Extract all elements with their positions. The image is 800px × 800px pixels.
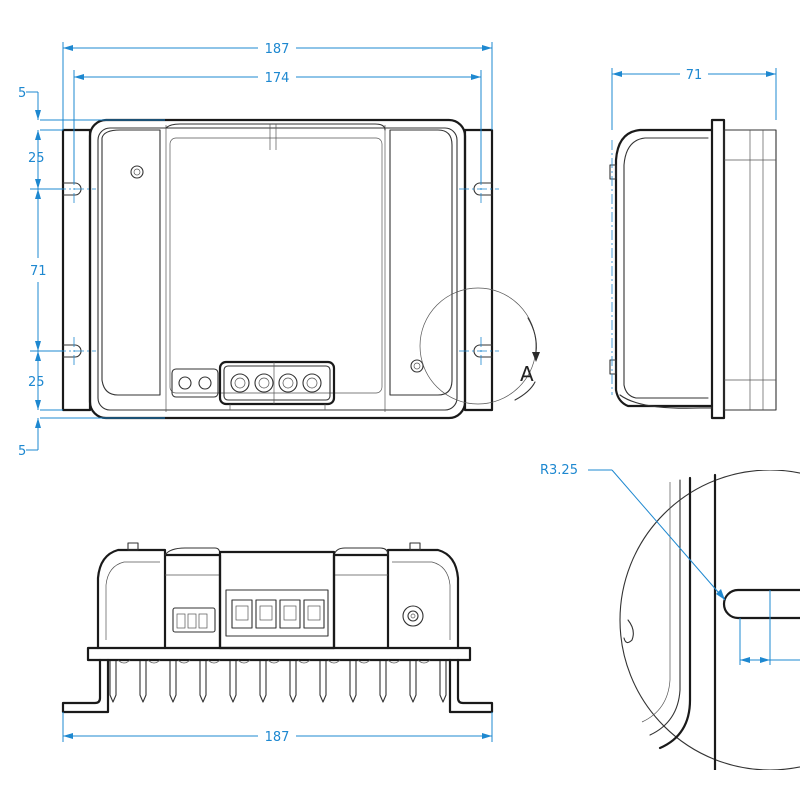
dim-front-total-width: 187 bbox=[265, 42, 290, 57]
bottom-cable-gland bbox=[402, 605, 424, 627]
front-mounting-slots bbox=[62, 182, 493, 358]
detail-a-slot bbox=[722, 588, 800, 620]
side-bottom-tab bbox=[619, 394, 713, 409]
bottom-housing-right bbox=[386, 548, 460, 650]
dim-side-depth: 71 bbox=[686, 68, 703, 83]
side-dimensions: 71 bbox=[611, 68, 777, 130]
bottom-small-connector bbox=[172, 607, 216, 633]
bottom-housing-hinge-right bbox=[409, 542, 421, 551]
front-left-cover bbox=[101, 129, 161, 396]
side-view bbox=[609, 118, 777, 420]
bottom-base-flange bbox=[86, 646, 472, 662]
dim-front-hole-spacing: 174 bbox=[265, 71, 290, 86]
dim-left-edge-top: 25 bbox=[28, 151, 45, 166]
detail-a-view: R3.25 bbox=[540, 463, 800, 770]
detail-a-boundary bbox=[619, 470, 800, 770]
bottom-heatsink-fins bbox=[109, 659, 447, 703]
side-feature-top bbox=[609, 164, 617, 180]
front-center-panel bbox=[169, 137, 383, 394]
bottom-left-foot bbox=[61, 658, 110, 714]
detail-a-arrow-bottom bbox=[514, 381, 536, 401]
bottom-housing-outline bbox=[96, 548, 167, 650]
dim-left-hole-pitch: 71 bbox=[30, 264, 47, 279]
front-mounting-flange bbox=[61, 128, 494, 412]
detail-a-housing-edge bbox=[658, 476, 692, 750]
front-top-bevel bbox=[165, 123, 386, 131]
front-screw-bottom-right bbox=[410, 359, 424, 373]
side-flange-plate bbox=[710, 118, 726, 420]
side-feature-bottom bbox=[609, 359, 617, 375]
dim-left-offset-bottom: 5 bbox=[18, 444, 26, 459]
detail-a-circle bbox=[419, 287, 537, 405]
dim-left-edge-bottom: 25 bbox=[28, 375, 45, 390]
front-right-cover bbox=[389, 129, 453, 396]
detail-a-arrow-top bbox=[527, 317, 537, 353]
front-dimensions: 187 174 5 25 bbox=[18, 42, 499, 459]
bottom-housing-hinge-left bbox=[127, 542, 139, 551]
front-screw-top-left bbox=[130, 165, 144, 179]
bottom-view bbox=[61, 542, 494, 714]
front-housing-inner bbox=[97, 127, 458, 411]
side-body-inner bbox=[623, 137, 709, 399]
bottom-dimensions: 187 bbox=[62, 712, 493, 745]
front-housing-outline bbox=[88, 118, 467, 420]
dim-bottom-total-width: 187 bbox=[265, 730, 290, 745]
dim-detail-radius: R3.25 bbox=[540, 463, 578, 478]
front-view: A bbox=[61, 118, 540, 420]
bottom-flange-bumps bbox=[117, 659, 431, 664]
bottom-terminal-housing bbox=[218, 550, 336, 650]
dim-left-offset-top: 5 bbox=[18, 86, 26, 101]
side-body-profile bbox=[614, 128, 714, 408]
front-terminal-block bbox=[218, 360, 336, 410]
detail-a-label: A bbox=[520, 362, 534, 386]
bottom-terminal-slots bbox=[231, 599, 325, 629]
bottom-right-foot bbox=[448, 658, 494, 714]
front-small-buttons bbox=[171, 368, 219, 398]
